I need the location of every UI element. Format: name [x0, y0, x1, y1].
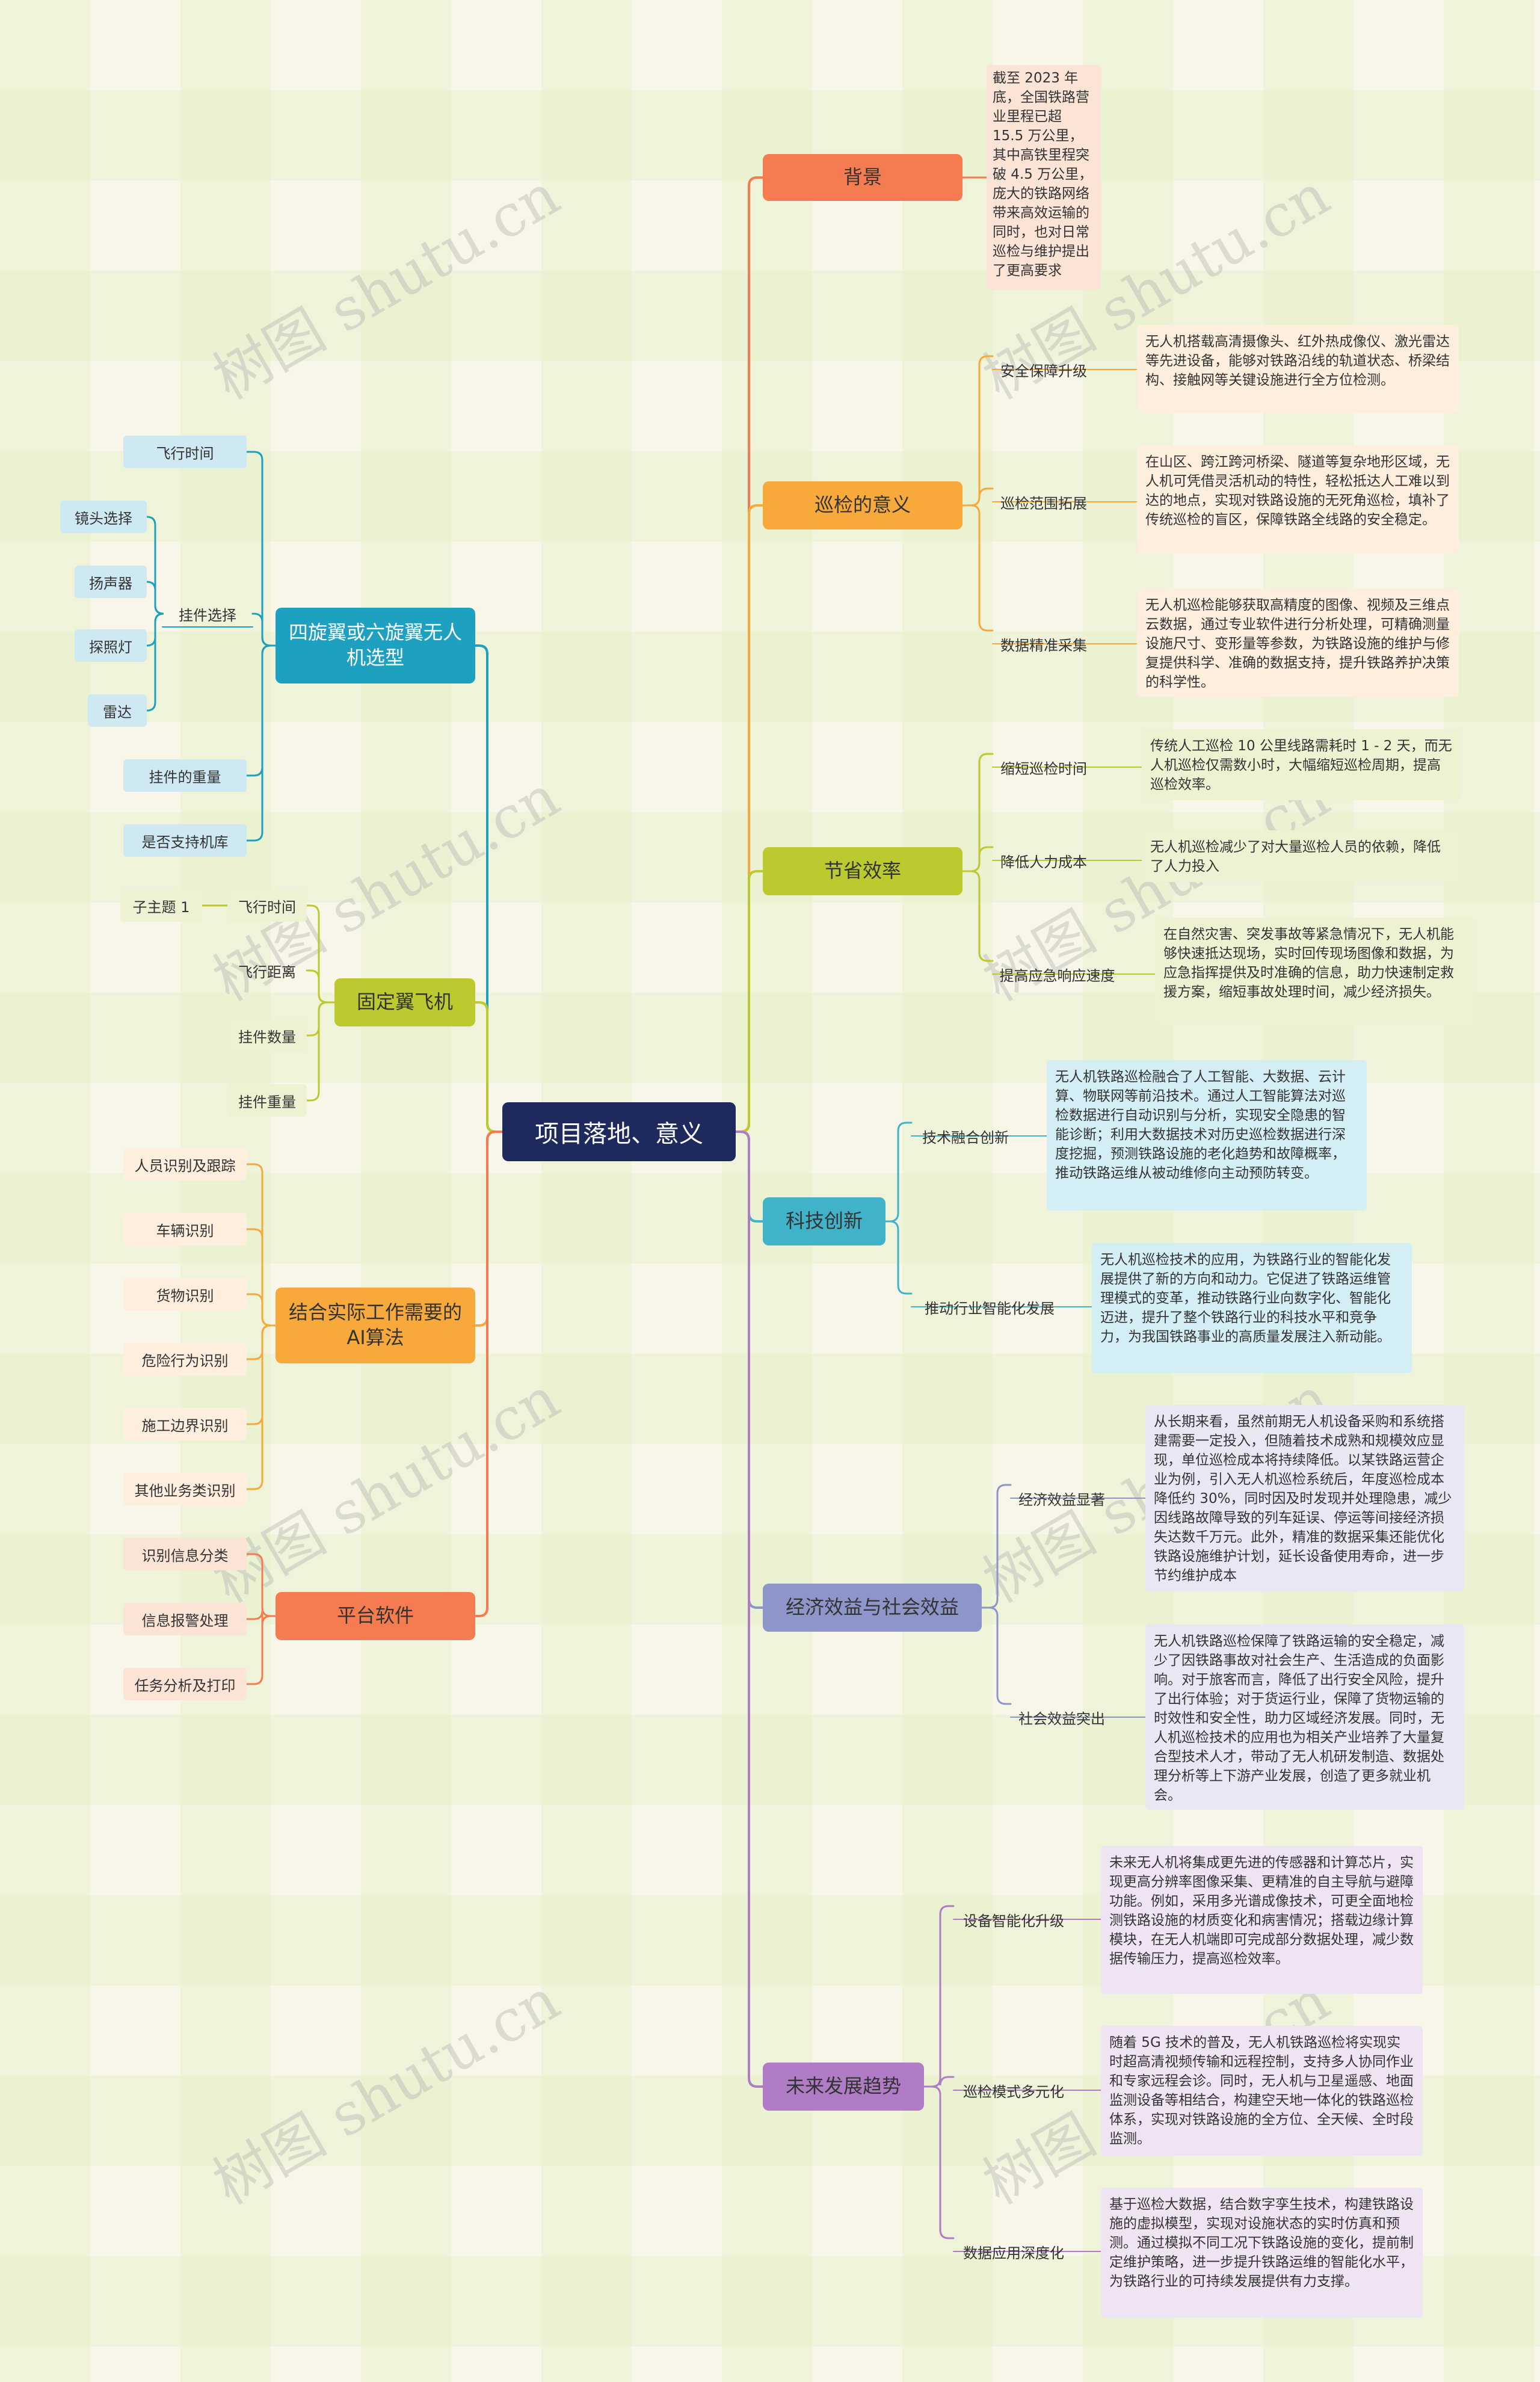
- sub-device-upgrade[interactable]: 设备智能化升级: [963, 1912, 1064, 1930]
- note-industry-intelligence: 无人机巡检技术的应用，为铁路行业的智能化发展提供了新的方向和动力。它促进了铁路运…: [1092, 1243, 1412, 1373]
- link-future-sub-2: [923, 2085, 955, 2239]
- leaf-lens-selection[interactable]: 镜头选择: [60, 501, 147, 533]
- leaf-fw-payload-weight[interactable]: 挂件重量: [227, 1084, 307, 1117]
- sub-emergency-response[interactable]: 提高应急响应速度: [999, 967, 1115, 984]
- link-ai-leaf-2: [245, 1293, 277, 1327]
- branch-economic-social[interactable]: 经济效益与社会效益: [763, 1584, 982, 1632]
- link-tech-sub-1: [884, 1220, 913, 1295]
- link-ai-leaf-1: [245, 1228, 277, 1327]
- note-social-benefit: 无人机铁路巡检保障了铁路运输的安全稳定，减少了因铁路事故对社会生产、生活造成的负…: [1145, 1625, 1464, 1810]
- link-future-sub-0: [923, 1905, 955, 2088]
- leaf-hangar-support[interactable]: 是否支持机库: [123, 824, 247, 857]
- link-eff-sub-2: [961, 870, 994, 962]
- sub-industry-intelligence[interactable]: 推动行业智能化发展: [925, 1300, 1055, 1317]
- link-ai-leaf-0: [245, 1163, 277, 1327]
- note-range-expansion: 在山区、跨江跨河桥梁、隧道等复杂地形区域，无人机可凭借灵活机动的特性，轻松抵达人…: [1137, 445, 1459, 554]
- branch-multirotor-selection[interactable]: 四旋翼或六旋翼无人机选型: [276, 608, 475, 683]
- note-inspection-modes: 随着 5G 技术的普及，无人机铁路巡检将实现实时超高清视频传输和远程控制，支持多…: [1101, 2026, 1423, 2156]
- link-root-left-3: [474, 1131, 504, 1617]
- link-econ-sub-1: [981, 1606, 1012, 1705]
- note-safety-upgrade: 无人机搭载高清摄像头、红外热成像仪、激光雷达等先进设备，能够对铁路沿线的轨道状态…: [1137, 325, 1459, 413]
- link-fixed-leaf-2: [306, 1001, 336, 1037]
- link-root-left-0: [474, 644, 504, 1133]
- leaf-person-tracking[interactable]: 人员识别及跟踪: [123, 1148, 247, 1180]
- link-payload-leaf-3: [146, 612, 164, 712]
- sub-data-collection[interactable]: 数据精准采集: [1000, 637, 1087, 654]
- link-multi-leaf-3: [245, 644, 277, 842]
- link-inspect-sub-0: [961, 355, 994, 507]
- leaf-fw-flight-time[interactable]: 飞行时间: [227, 889, 307, 922]
- link-root-left-2: [474, 1131, 504, 1327]
- branch-fixed-wing[interactable]: 固定翼飞机: [334, 978, 475, 1026]
- link-payload-leaf-1: [146, 581, 164, 615]
- link-eff-sub-0: [961, 753, 994, 872]
- sub-tech-fusion[interactable]: 技术融合创新: [922, 1129, 1009, 1146]
- link-tech-sub-0: [884, 1122, 913, 1223]
- note-shorten-time: 传统人工巡检 10 公里线路需耗时 1 - 2 天，而无人机巡检仅需数小时，大幅…: [1142, 729, 1461, 800]
- leaf-fw-flight-distance[interactable]: 飞行距离: [238, 963, 296, 981]
- link-platform-leaf-0: [245, 1553, 277, 1617]
- link-inspect-sub-2: [961, 504, 994, 632]
- link-platform-leaf-1: [245, 1610, 277, 1625]
- link-ai-leaf-5: [245, 1324, 277, 1490]
- link-ai-leaf-3: [245, 1324, 277, 1360]
- leaf-subtopic-1[interactable]: 子主题 1: [120, 889, 202, 922]
- branch-ai-algorithms[interactable]: 结合实际工作需要的AI算法: [276, 1288, 475, 1363]
- note-economic-benefit: 从长期来看，虽然前期无人机设备采购和系统搭建需要一定投入，但随着技术成熟和规模效…: [1145, 1405, 1464, 1591]
- link-root-right-5: [735, 1131, 764, 2088]
- leaf-info-classification[interactable]: 识别信息分类: [123, 1538, 247, 1570]
- leaf-payload-weight[interactable]: 挂件的重量: [123, 759, 247, 792]
- sub-range-expansion[interactable]: 巡检范围拓展: [1000, 495, 1087, 512]
- branch-platform-software[interactable]: 平台软件: [276, 1592, 475, 1640]
- leaf-searchlight[interactable]: 探照灯: [75, 629, 147, 662]
- branch-future-trends[interactable]: 未来发展趋势: [763, 2063, 924, 2111]
- note-background: 截至 2023 年底，全国铁路营业里程已超 15.5 万公里，其中高铁里程突破 …: [987, 65, 1101, 290]
- leaf-other-recognition[interactable]: 其他业务类识别: [123, 1473, 247, 1505]
- link-fixed-leaf-0: [306, 904, 336, 1004]
- link-multi-leaf-1: [251, 612, 277, 647]
- note-labor-cost: 无人机巡检减少了对大量巡检人员的依赖，降低了人力投入: [1142, 830, 1461, 882]
- leaf-cargo-recognition[interactable]: 货物识别: [123, 1278, 247, 1310]
- branch-background[interactable]: 背景: [763, 154, 962, 201]
- leaf-construction-boundary[interactable]: 施工边界识别: [123, 1408, 247, 1440]
- sub-social-benefit[interactable]: 社会效益突出: [1018, 1710, 1105, 1727]
- branch-efficiency[interactable]: 节省效率: [763, 847, 962, 895]
- leaf-flight-time[interactable]: 飞行时间: [123, 436, 247, 468]
- sub-data-application[interactable]: 数据应用深度化: [963, 2244, 1064, 2262]
- note-data-collection: 无人机巡检能够获取高精度的图像、视频及三维点云数据，通过专业软件进行分析处理，可…: [1137, 588, 1459, 697]
- sub-shorten-time[interactable]: 缩短巡检时间: [1000, 760, 1087, 777]
- root-topic[interactable]: 项目落地、意义: [502, 1102, 736, 1161]
- leaf-payload-selection[interactable]: 挂件选择: [179, 606, 236, 624]
- leaf-danger-behavior[interactable]: 危险行为识别: [123, 1343, 247, 1375]
- link-inspect-sub-1: [961, 487, 994, 507]
- link-econ-sub-0: [981, 1484, 1012, 1609]
- leaf-radar[interactable]: 雷达: [88, 694, 147, 727]
- link-root-left-1: [474, 1001, 504, 1133]
- note-tech-fusion: 无人机铁路巡检融合了人工智能、大数据、云计算、物联网等前沿技术。通过人工智能算法…: [1047, 1060, 1367, 1211]
- note-device-upgrade: 未来无人机将集成更先进的传感器和计算芯片，实现更高分辨率图像采集、更精准的自主导…: [1101, 1846, 1423, 1994]
- link-eff-sub-1: [961, 846, 994, 872]
- branch-tech-innovation[interactable]: 科技创新: [763, 1197, 886, 1245]
- leaf-vehicle-recognition[interactable]: 车辆识别: [123, 1213, 247, 1245]
- sub-inspection-modes[interactable]: 巡检模式多元化: [963, 2083, 1064, 2100]
- leaf-speaker[interactable]: 扬声器: [75, 566, 147, 598]
- link-ai-leaf-4: [245, 1324, 277, 1425]
- leaf-alarm-handling[interactable]: 信息报警处理: [123, 1603, 247, 1635]
- leaf-fw-payload-count[interactable]: 挂件数量: [227, 1019, 307, 1052]
- link-future-sub-1: [923, 2076, 955, 2088]
- link-fixed-leaf-1: [306, 969, 336, 1004]
- sub-labor-cost[interactable]: 降低人力成本: [1000, 853, 1087, 871]
- note-data-application: 基于巡检大数据，结合数字孪生技术，构建铁路设施的虚拟模型，实现对设施状态的实时仿…: [1101, 2188, 1423, 2318]
- link-platform-leaf-2: [245, 1615, 277, 1685]
- link-fixed-leaf-3: [306, 1001, 336, 1102]
- note-emergency-response: 在自然灾害、突发事故等紧急情况下，无人机能够快速抵达现场，实时回传现场图像和数据…: [1155, 918, 1474, 1025]
- leaf-task-analysis-print[interactable]: 任务分析及打印: [123, 1668, 247, 1700]
- sub-safety-upgrade[interactable]: 安全保障升级: [1000, 362, 1087, 380]
- sub-economic-benefit[interactable]: 经济效益显著: [1018, 1491, 1105, 1508]
- branch-inspection-significance[interactable]: 巡检的意义: [763, 481, 962, 529]
- link-multi-leaf-2: [245, 644, 277, 777]
- link-root-right-2: [735, 870, 764, 1133]
